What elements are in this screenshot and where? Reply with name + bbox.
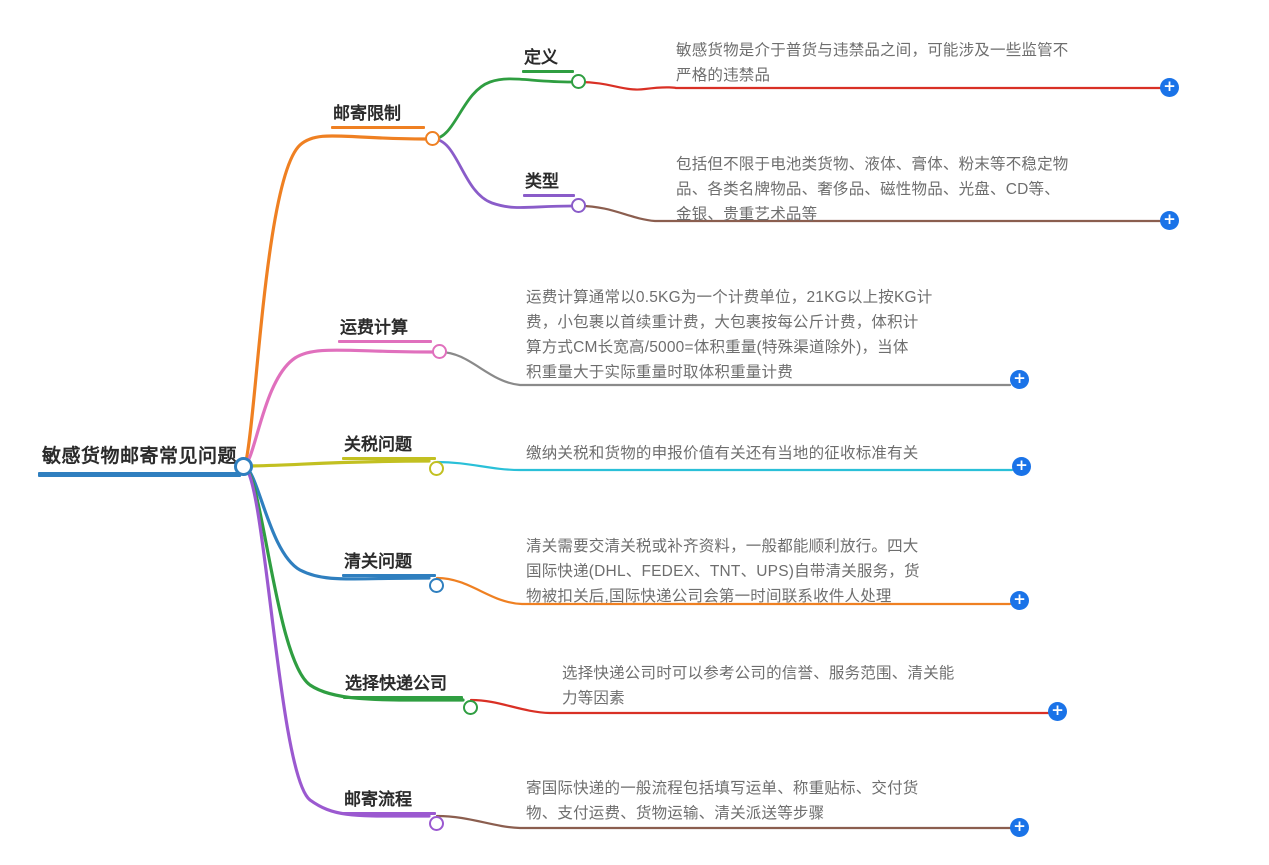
- detail-node-definition-detail[interactable]: 敏感货物是介于普货与违禁品之间，可能涉及一些监管不 严格的违禁品: [676, 38, 1168, 90]
- plus-glyph: +: [1163, 210, 1176, 228]
- topic-dot-customs-clearance[interactable]: [429, 578, 444, 593]
- subtopic-underline-definition: [522, 69, 574, 73]
- detail-node-courier-detail[interactable]: 选择快递公司时可以参考公司的信誉、服务范围、清关能 力等因素: [562, 661, 1052, 713]
- plus-glyph: +: [1013, 817, 1026, 835]
- detail-node-customs-detail[interactable]: 清关需要交清关税或补齐资料，一般都能顺利放行。四大 国际快递(DHL、FEDEX…: [526, 534, 1018, 611]
- topic-label-freight-calculation: 运费计算: [340, 318, 408, 337]
- plus-glyph: +: [1013, 369, 1026, 387]
- topic-dot-freight-calculation[interactable]: [432, 344, 447, 359]
- detail-text-definition-detail: 敏感货物是介于普货与违禁品之间，可能涉及一些监管不 严格的违禁品: [676, 42, 1069, 85]
- topic-dot-mailing-restriction[interactable]: [425, 131, 440, 146]
- detail-text-customs-detail: 清关需要交清关税或补齐资料，一般都能顺利放行。四大 国际快递(DHL、FEDEX…: [526, 538, 920, 606]
- topic-label-tariff-issues: 关税问题: [344, 435, 412, 454]
- plus-glyph: +: [1015, 456, 1028, 474]
- root-node-underline: [38, 471, 242, 477]
- plus-glyph: +: [1163, 77, 1176, 95]
- topic-dot-choose-courier[interactable]: [463, 700, 478, 715]
- expand-button-courier-detail[interactable]: +: [1048, 702, 1067, 721]
- expand-button-tariff-detail[interactable]: +: [1012, 457, 1031, 476]
- plus-glyph: +: [1051, 701, 1064, 719]
- topic-node-mailing-process[interactable]: 邮寄流程: [342, 790, 436, 815]
- subtopic-label-definition: 定义: [524, 48, 558, 67]
- topic-node-customs-clearance[interactable]: 清关问题: [342, 552, 436, 577]
- subtopic-dot-types[interactable]: [571, 198, 586, 213]
- plus-glyph: +: [1013, 590, 1026, 608]
- expand-button-process-detail[interactable]: +: [1010, 818, 1029, 837]
- topic-underline-tariff-issues: [342, 456, 436, 460]
- subtopic-label-types: 类型: [525, 172, 559, 191]
- topic-underline-choose-courier: [343, 695, 463, 699]
- detail-text-courier-detail: 选择快递公司时可以参考公司的信誉、服务范围、清关能 力等因素: [562, 665, 955, 708]
- expand-button-customs-detail[interactable]: +: [1010, 591, 1029, 610]
- edge-to-tariff-issues: [241, 459, 431, 468]
- topic-underline-customs-clearance: [342, 573, 436, 577]
- detail-node-types-detail[interactable]: 包括但不限于电池类货物、液体、膏体、粉末等不稳定物 品、各类名牌物品、奢侈品、磁…: [676, 152, 1168, 229]
- topic-underline-mailing-restriction: [331, 125, 425, 129]
- topic-label-customs-clearance: 清关问题: [344, 552, 412, 571]
- detail-node-freight-detail[interactable]: 运费计算通常以0.5KG为一个计费单位，21KG以上按KG计 费，小包裹以首续重…: [526, 285, 1008, 387]
- detail-node-process-detail[interactable]: 寄国际快递的一般流程包括填写运单、称重贴标、交付货 物、支付运费、货物运输、清关…: [526, 776, 1012, 828]
- topic-dot-tariff-issues[interactable]: [429, 461, 444, 476]
- subtopic-underline-types: [523, 193, 575, 197]
- topic-label-mailing-restriction: 邮寄限制: [333, 104, 401, 123]
- topic-node-freight-calculation[interactable]: 运费计算: [338, 318, 432, 343]
- edge-to-definition: [431, 77, 574, 141]
- topic-label-choose-courier: 选择快递公司: [345, 674, 447, 693]
- topic-label-mailing-process: 邮寄流程: [344, 790, 412, 809]
- topic-dot-mailing-process[interactable]: [429, 816, 444, 831]
- edge-to-mailing-process: [241, 464, 431, 818]
- topic-node-tariff-issues[interactable]: 关税问题: [342, 435, 436, 460]
- detail-text-freight-detail: 运费计算通常以0.5KG为一个计费单位，21KG以上按KG计 费，小包裹以首续重…: [526, 289, 933, 382]
- subtopic-node-types[interactable]: 类型: [523, 172, 575, 197]
- topic-node-choose-courier[interactable]: 选择快递公司: [343, 674, 463, 699]
- detail-node-tariff-detail[interactable]: 缴纳关税和货物的申报价值有关还有当地的征收标准有关: [526, 441, 1034, 468]
- root-node[interactable]: 敏感货物邮寄常见问题: [38, 446, 242, 477]
- expand-button-types-detail[interactable]: +: [1160, 211, 1179, 230]
- detail-text-process-detail: 寄国际快递的一般流程包括填写运单、称重贴标、交付货 物、支付运费、货物运输、清关…: [526, 780, 919, 823]
- expand-button-definition-detail[interactable]: +: [1160, 78, 1179, 97]
- root-dot[interactable]: [234, 457, 253, 476]
- subtopic-dot-definition[interactable]: [571, 74, 586, 89]
- topic-node-mailing-restriction[interactable]: 邮寄限制: [331, 104, 425, 129]
- detail-text-types-detail: 包括但不限于电池类货物、液体、膏体、粉末等不稳定物 品、各类名牌物品、奢侈品、磁…: [676, 156, 1069, 224]
- subtopic-node-definition[interactable]: 定义: [522, 48, 574, 73]
- topic-underline-mailing-process: [342, 811, 436, 815]
- edge-to-mailing-restriction: [241, 134, 427, 468]
- expand-button-freight-detail[interactable]: +: [1010, 370, 1029, 389]
- topic-underline-freight-calculation: [338, 339, 432, 343]
- detail-text-tariff-detail: 缴纳关税和货物的申报价值有关还有当地的征收标准有关: [526, 445, 919, 462]
- root-node-label: 敏感货物邮寄常见问题: [42, 446, 238, 467]
